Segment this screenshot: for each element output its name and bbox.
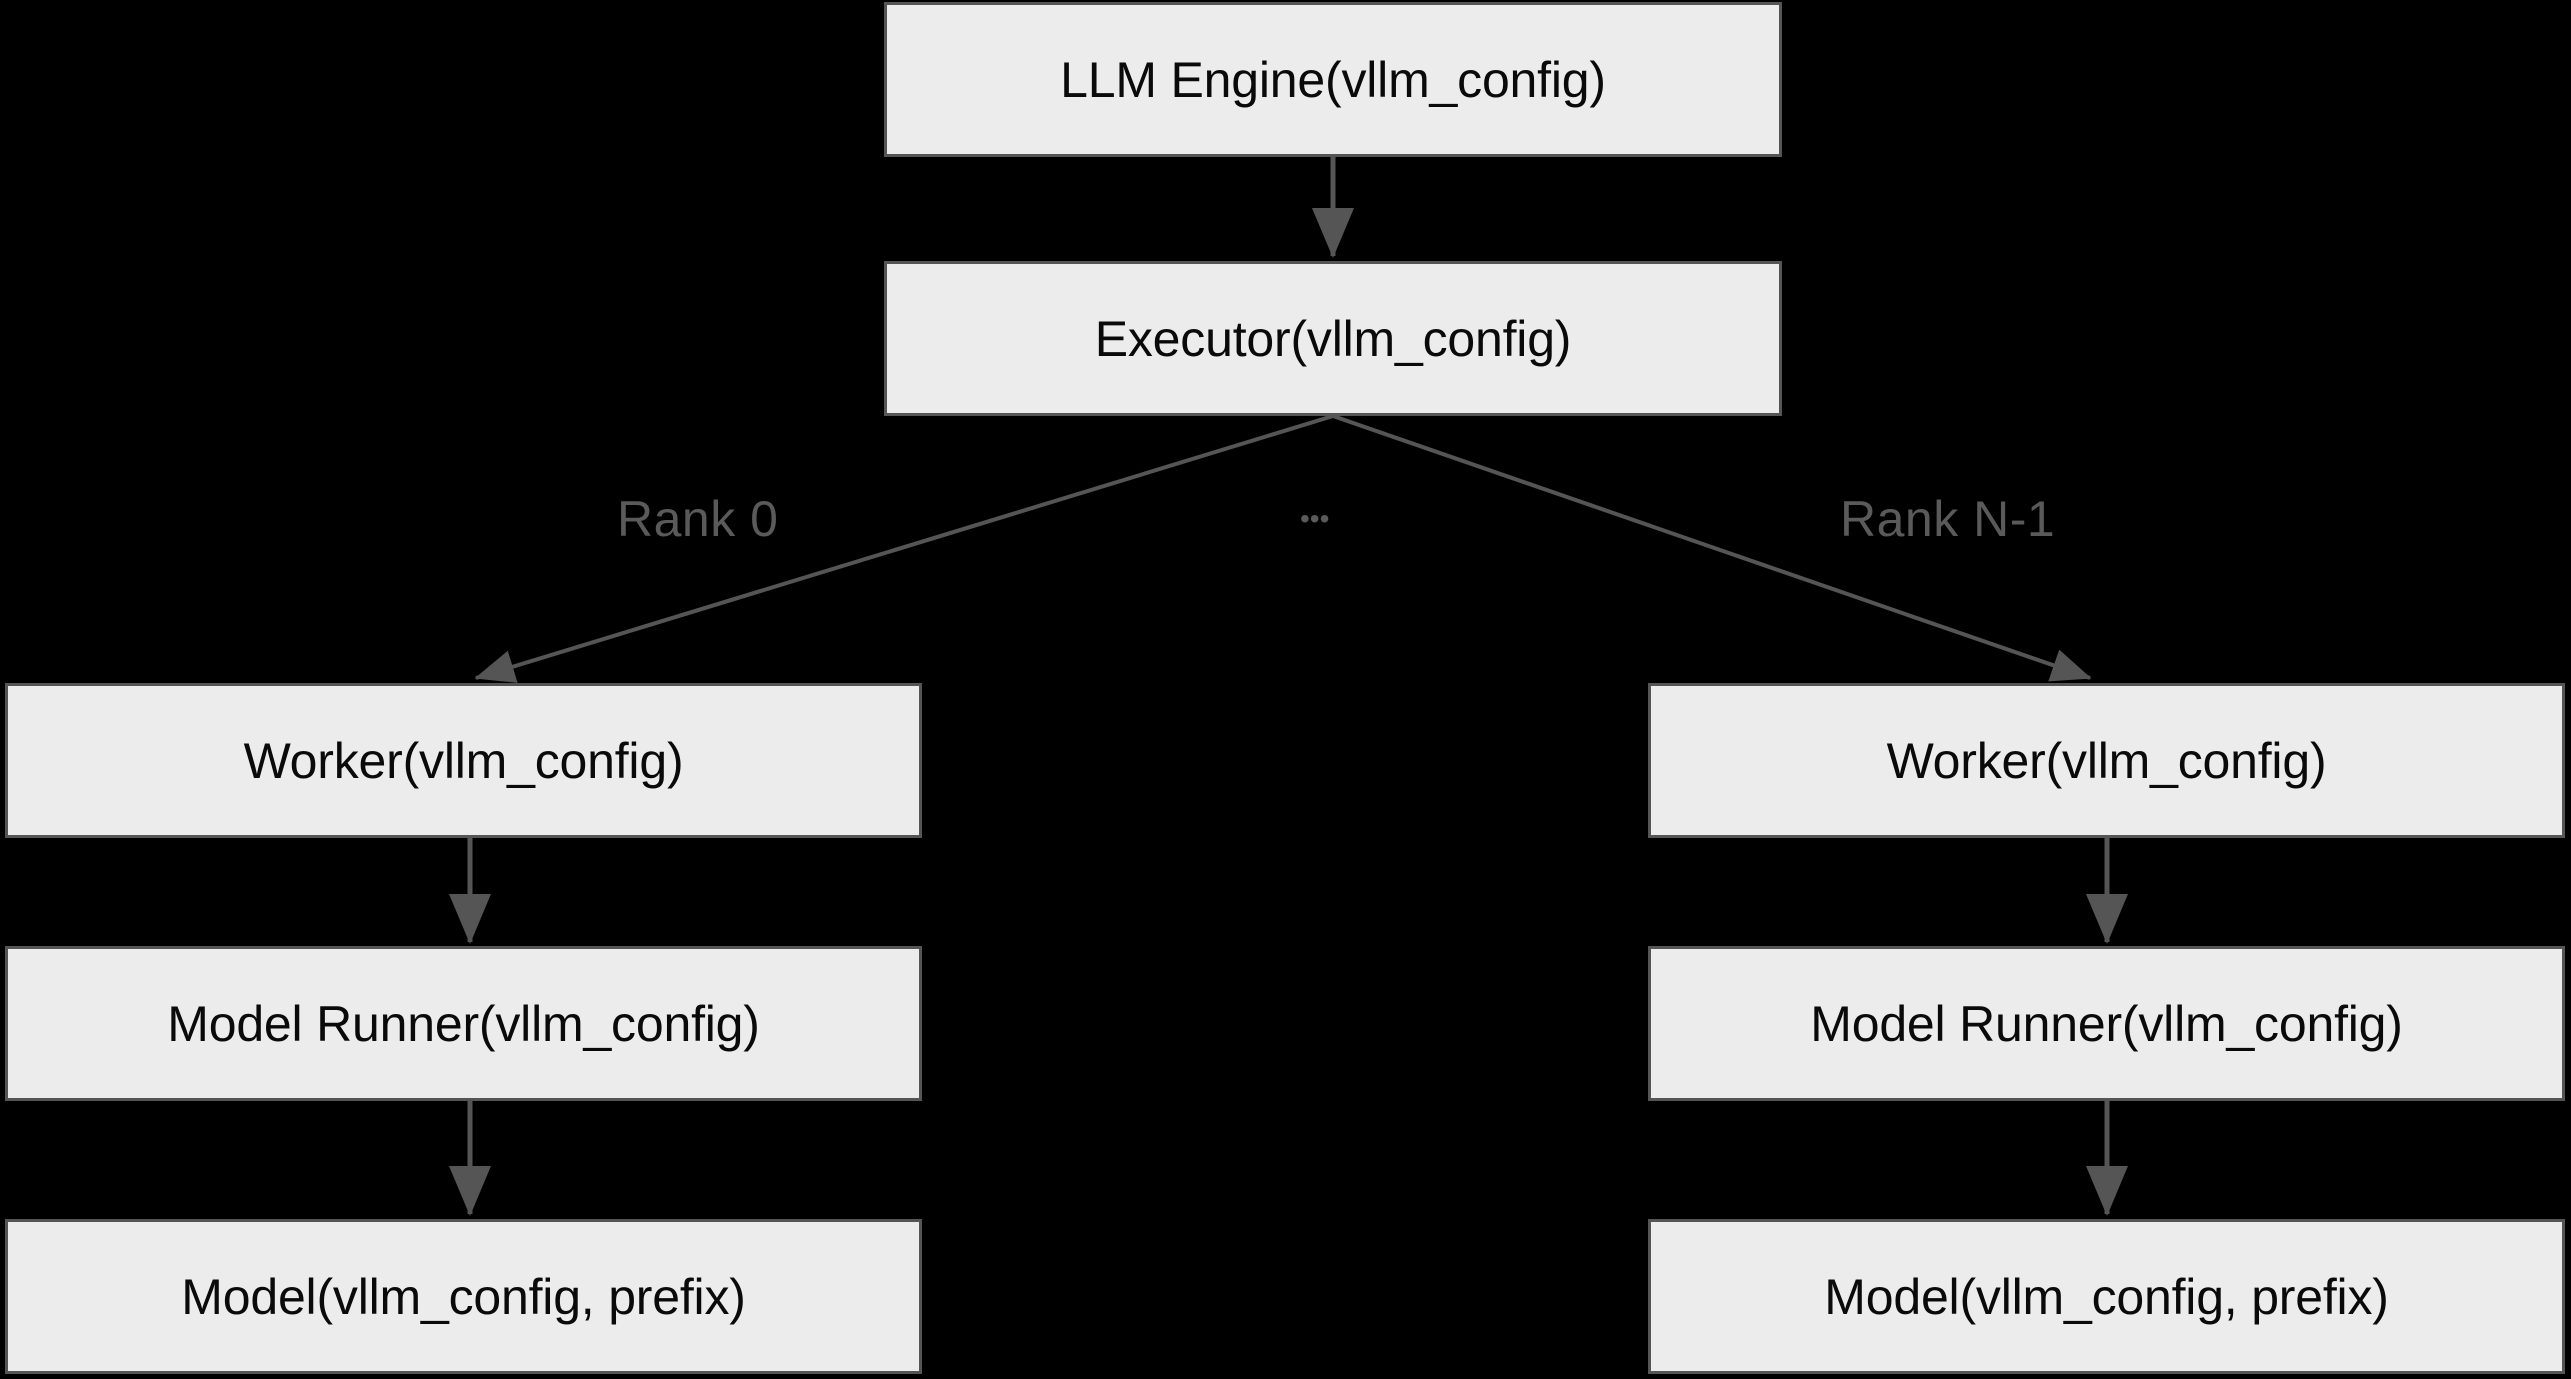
node-executor[interactable]: Executor(vllm_config) <box>884 261 1782 416</box>
edge-label-rankn: Rank N-1 <box>1840 491 2056 547</box>
edge-label-rank0: Rank 0 <box>617 491 779 547</box>
node-model-runner-rank0[interactable]: Model Runner(vllm_config) <box>5 946 922 1101</box>
edge-executor-to-worker-rank0 <box>474 414 1334 683</box>
node-worker-rank0[interactable]: Worker(vllm_config) <box>5 683 922 838</box>
node-model-rank0[interactable]: Model(vllm_config, prefix) <box>5 1219 922 1374</box>
node-llm-engine[interactable]: LLM Engine(vllm_config) <box>884 2 1782 157</box>
node-model-rankn[interactable]: Model(vllm_config, prefix) <box>1648 1219 2565 1374</box>
edge-label-ellipsis: ••• <box>1300 503 1330 534</box>
node-worker-rankn[interactable]: Worker(vllm_config) <box>1648 683 2565 838</box>
node-model-runner-rankn[interactable]: Model Runner(vllm_config) <box>1648 946 2565 1101</box>
